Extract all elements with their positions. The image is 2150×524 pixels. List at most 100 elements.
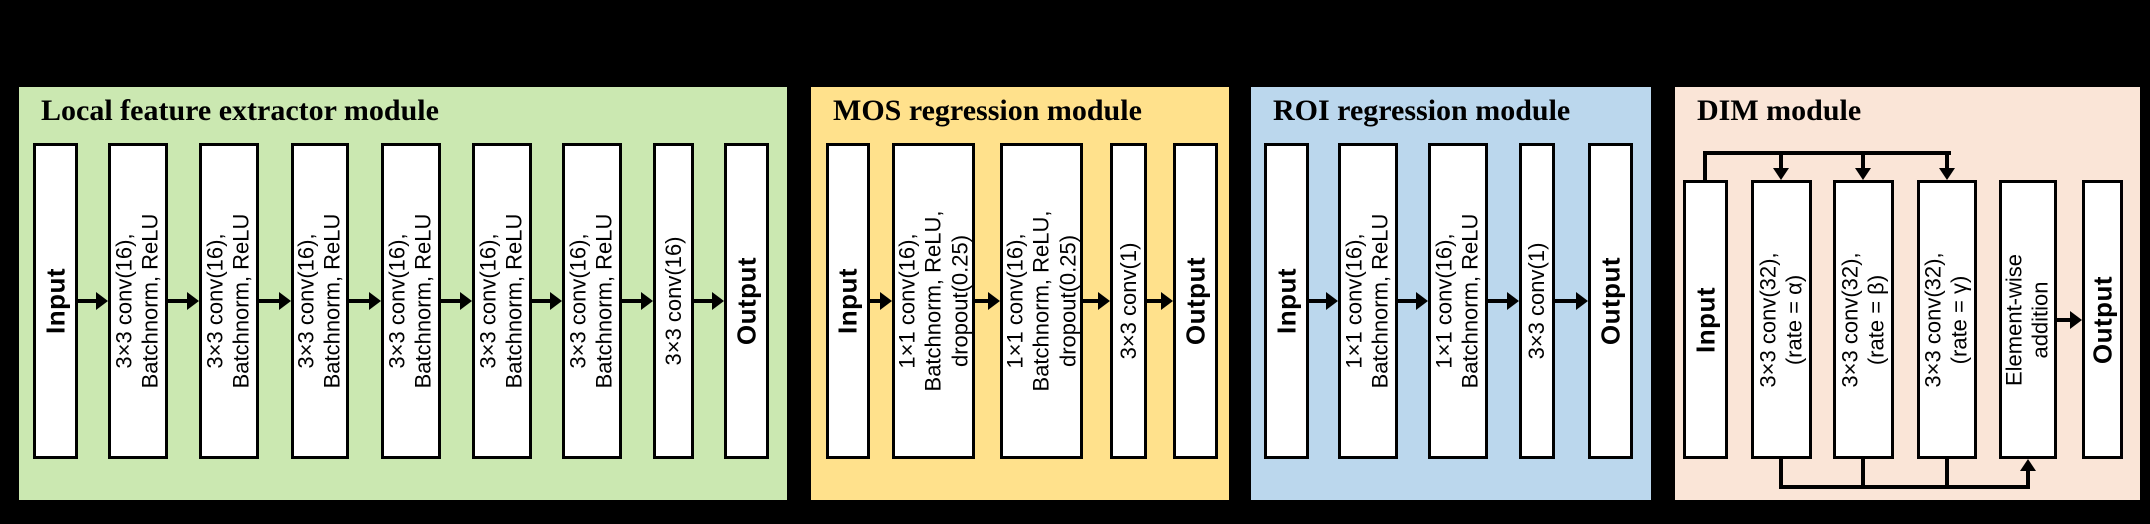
conv-box: 3×3 conv(16), Batchnorm, ReLU [472,143,532,459]
module-title: DIM module [1697,94,1862,127]
arrow-head-icon [1416,292,1428,310]
flow-arrow [349,292,381,310]
module-dim: DIM module Input 3×3 conv(32), (rate = α… [1675,87,2140,500]
arrow-shaft [1147,299,1164,303]
arrow-head-icon [96,292,108,310]
arrow-head-icon [460,292,472,310]
input-label: Input [1270,267,1301,335]
flow-arrow [1555,292,1588,310]
flow-arrow [622,292,653,310]
connector-line [1861,153,1865,169]
connector-line [1779,485,2030,489]
output-box: Output [724,143,769,459]
arrow-head-icon [1098,292,1110,310]
dilated-conv-box: 3×3 conv(32), (rate = γ) [1917,180,1977,459]
conv-box: 3×3 conv(16), Batchnorm, ReLU [562,143,622,459]
connector-line [1945,153,1949,169]
conv-box: 1×1 conv(16), Batchnorm, ReLU, dropout(0… [892,143,975,459]
arrow-shaft [2057,318,2073,322]
conv-label: 3×3 conv(16), Batchnorm, ReLU [384,213,436,389]
flow-arrow [78,292,108,310]
conv-box: 1×1 conv(16), Batchnorm, ReLU [1428,143,1488,459]
arrow-shaft [349,299,372,303]
conv-box: 3×3 conv(16), Batchnorm, ReLU [291,143,349,459]
flow-arrow [870,292,892,310]
arrow-head-icon [550,292,562,310]
output-label: Output [2086,275,2117,364]
arrow-shaft [1309,299,1329,303]
conv-label: 3×3 conv(16), Batchnorm, ReLU [202,213,254,389]
output-label: Output [1594,256,1625,346]
flow-arrow [259,292,291,310]
connector-line [1945,459,1949,489]
flow-arrow [441,292,472,310]
conv-label: 3×3 conv(32), (rate = β) [1837,251,1889,388]
arrow-shaft [78,299,99,303]
output-box: Output [1588,143,1633,459]
flow-arrow [1488,292,1519,310]
arrow-head-up-icon [2020,459,2036,471]
conv-label: 3×3 conv(1) [1523,242,1549,360]
flow-arrow [1309,292,1338,310]
module-title: Local feature extractor module [41,94,439,127]
input-label: Input [832,267,863,335]
module-local-feature-extractor: Local feature extractor module Input 3×3… [19,87,787,500]
flow-arrow [1083,292,1110,310]
connector-line [1779,459,1783,489]
flow-arrow [532,292,562,310]
arrow-shaft [441,299,463,303]
conv-label: 3×3 conv(32), (rate = α) [1755,251,1807,388]
conv-box: 3×3 conv(1) [1519,143,1555,459]
arrow-head-icon [641,292,653,310]
arrow-shaft [870,299,883,303]
conv-label: 1×1 conv(16), Batchnorm, ReLU, dropout(0… [1001,210,1080,392]
arrow-head-icon [1326,292,1338,310]
arrow-shaft [1488,299,1510,303]
input-box: Input [1264,143,1309,459]
conv-box: 3×3 conv(16), Batchnorm, ReLU [108,143,168,459]
arrow-head-icon [1576,292,1588,310]
arrow-head-down-icon [1939,168,1955,180]
arrow-shaft [1083,299,1101,303]
flow-arrow [975,292,1000,310]
module-title: MOS regression module [833,94,1142,127]
arrow-head-down-icon [1855,168,1871,180]
conv-box: 3×3 conv(16), Batchnorm, ReLU [199,143,259,459]
output-box: Output [1173,143,1218,459]
arrow-head-icon [2070,311,2082,329]
arrow-head-icon [988,292,1000,310]
conv-box: 1×1 conv(16), Batchnorm, ReLU [1338,143,1398,459]
arrow-shaft [1398,299,1419,303]
arrow-head-down-icon [1773,168,1789,180]
dilated-conv-box: 3×3 conv(32), (rate = α) [1751,180,1812,459]
module-title: ROI regression module [1273,94,1571,127]
elementwise-addition-box: Element-wise addition [1999,180,2057,459]
input-label: Input [39,267,70,335]
dilated-conv-box: 3×3 conv(32), (rate = β) [1833,180,1894,459]
conv-label: 1×1 conv(16), Batchnorm, ReLU, dropout(0… [893,210,972,392]
flow-arrow [2057,311,2082,329]
conv-label: 1×1 conv(16), Batchnorm, ReLU [1431,213,1483,389]
arrow-shaft [259,299,282,303]
flow-arrow [694,292,724,310]
arrow-shaft [168,299,190,303]
conv-box: 3×3 conv(16), Batchnorm, ReLU [381,143,441,459]
arrow-head-icon [712,292,724,310]
arrow-shaft [622,299,644,303]
arrow-shaft [975,299,991,303]
connector-line [1703,151,1951,155]
flow-arrow [1398,292,1428,310]
arrow-head-icon [187,292,199,310]
module-mos-regression: MOS regression module Input 1×1 conv(16)… [811,87,1229,500]
input-box: Input [33,143,78,459]
conv-label: 3×3 conv(16), Batchnorm, ReLU [475,213,527,389]
arrow-shaft [1555,299,1579,303]
connector-line [1703,151,1707,180]
output-label: Output [730,256,761,346]
arrow-head-icon [1507,292,1519,310]
elementwise-addition-label: Element-wise addition [2001,253,2053,386]
conv-box: 3×3 conv(16) [653,143,694,459]
arrow-head-icon [369,292,381,310]
conv-box: 3×3 conv(1) [1110,143,1147,459]
